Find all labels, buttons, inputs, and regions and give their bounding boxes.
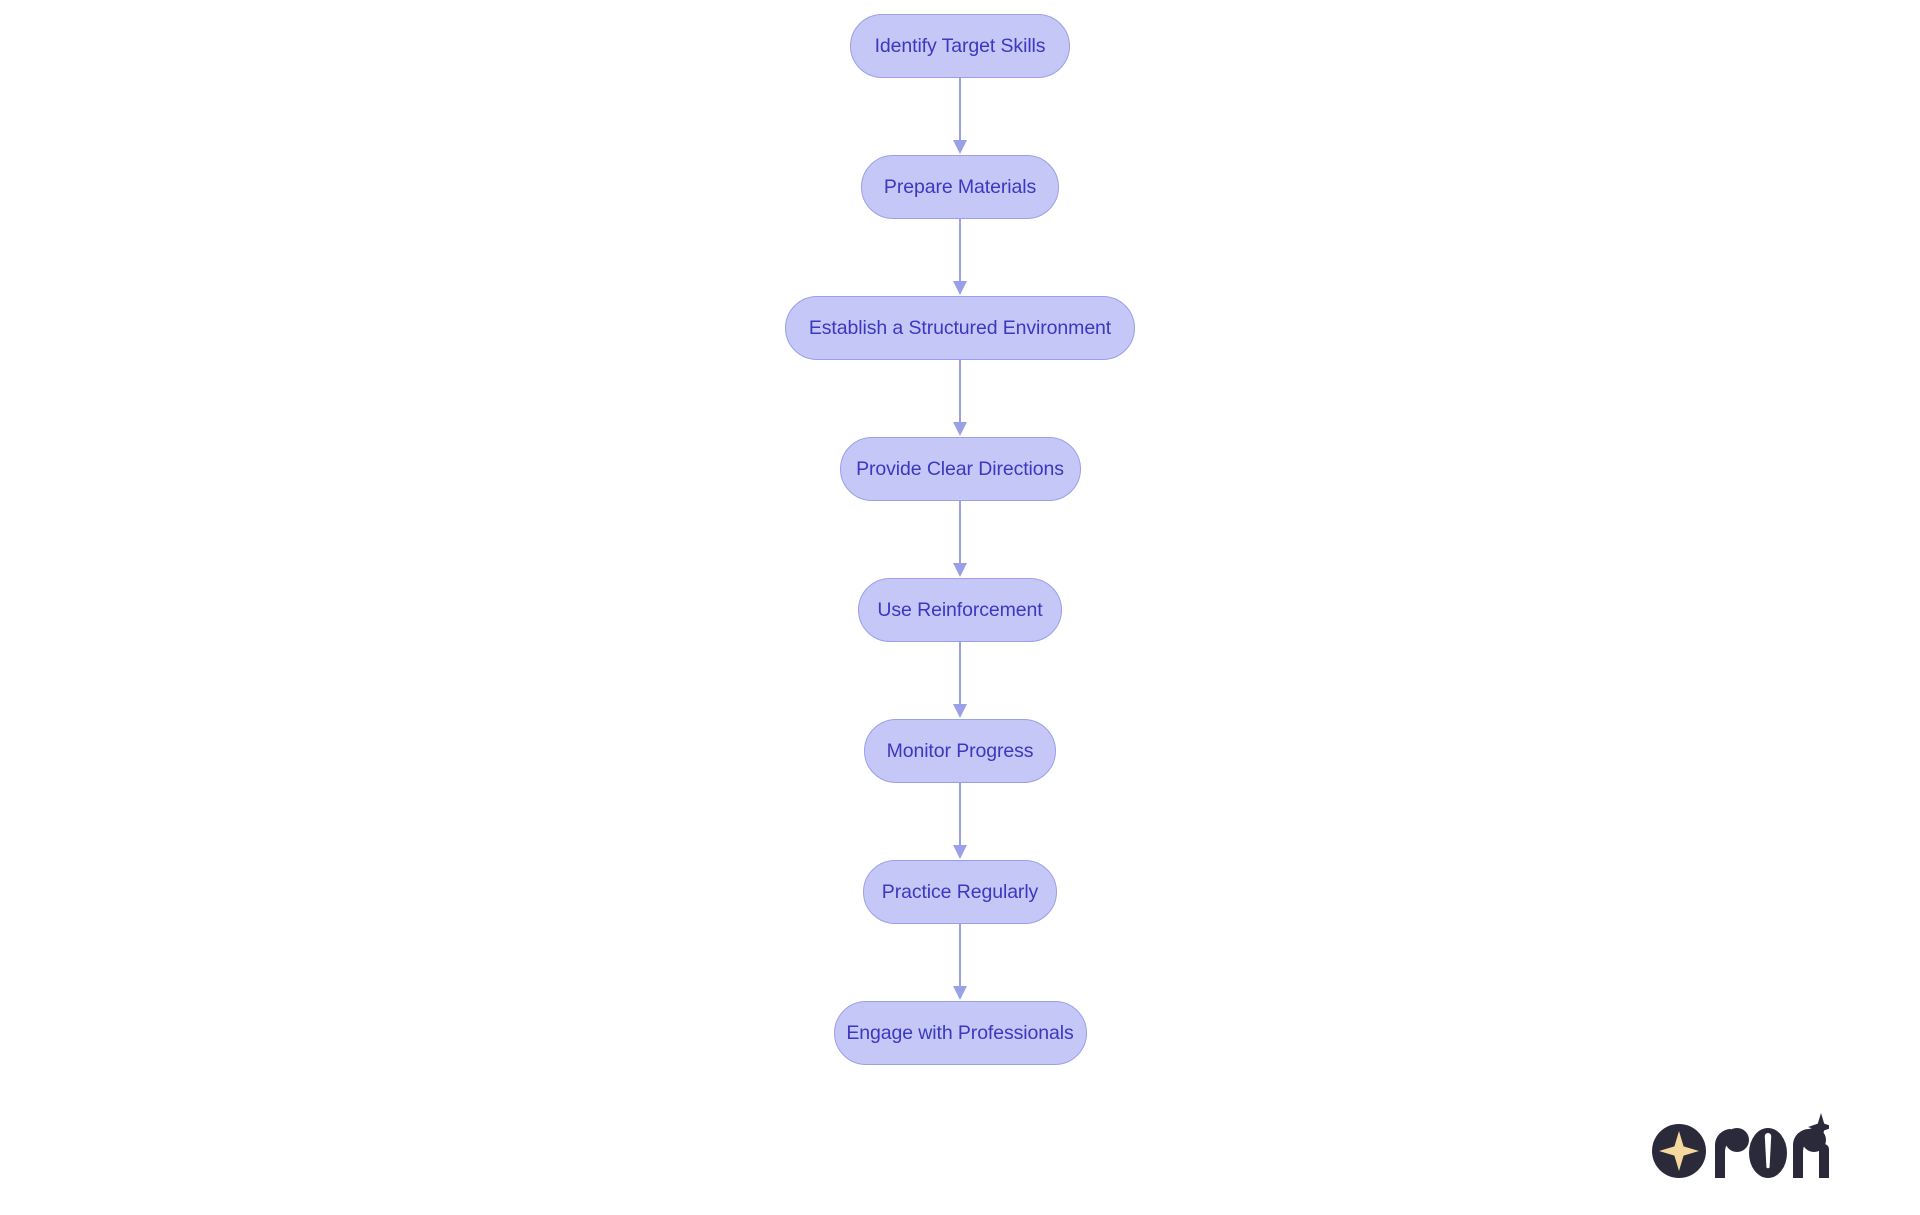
flow-edge [950, 783, 970, 860]
flow-node[interactable]: Practice Regularly [863, 860, 1057, 924]
flow-node[interactable]: Establish a Structured Environment [785, 296, 1135, 360]
flow-node[interactable]: Engage with Professionals [833, 1001, 1087, 1065]
flow-node-slot: Identify Target Skills [850, 14, 1070, 78]
arrowhead-icon [953, 140, 967, 154]
arrowhead-icon [953, 563, 967, 577]
logo-letter-o [1749, 1128, 1787, 1178]
flow-edge [950, 219, 970, 296]
arrowhead-icon [953, 704, 967, 718]
flow-node-slot: Engage with Professionals [833, 1001, 1087, 1065]
logo-sparkle-icon [1808, 1113, 1829, 1141]
arrowhead-icon [953, 281, 967, 295]
flow-edge [950, 360, 970, 437]
flow-node-slot: Use Reinforcement [858, 578, 1062, 642]
flow-edge [950, 924, 970, 1001]
arrowhead-icon [953, 422, 967, 436]
arrowhead-icon [953, 986, 967, 1000]
flow-node[interactable]: Prepare Materials [861, 155, 1059, 219]
flow-node[interactable]: Provide Clear Directions [839, 437, 1081, 501]
rori-logo [1651, 1107, 1829, 1183]
flow-edge [950, 78, 970, 155]
flow-node[interactable]: Use Reinforcement [858, 578, 1062, 642]
flow-node-slot: Provide Clear Directions [839, 437, 1081, 501]
flow-node-slot: Practice Regularly [863, 860, 1057, 924]
logo-badge-icon [1652, 1124, 1706, 1178]
flow-edge [950, 501, 970, 578]
logo-letter-r1 [1715, 1128, 1749, 1178]
flow-node[interactable]: Identify Target Skills [850, 14, 1070, 78]
arrowhead-icon [953, 845, 967, 859]
flow-node-slot: Establish a Structured Environment [785, 296, 1135, 360]
flow-edge [950, 642, 970, 719]
logo-letter-i [1819, 1144, 1829, 1178]
flow-node-slot: Monitor Progress [864, 719, 1056, 783]
flow-node-slot: Prepare Materials [861, 155, 1059, 219]
flow-node[interactable]: Monitor Progress [864, 719, 1056, 783]
